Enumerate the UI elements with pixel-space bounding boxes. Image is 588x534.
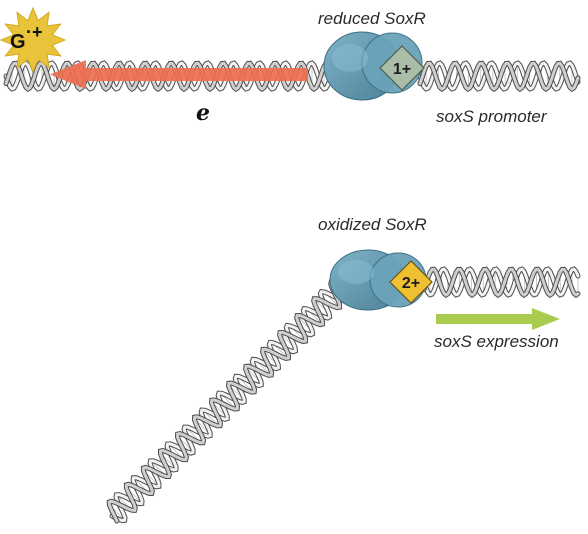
dna-backbone (110, 279, 349, 523)
fes-cluster-reduced: 1+ (379, 45, 425, 91)
soxs-promoter-label: soxS promoter (436, 107, 548, 126)
electron-label: e (196, 100, 210, 126)
top-panel: G ·+ 1+ reduced SoxR e soxS promoter (0, 6, 581, 126)
dna-backbone (418, 61, 580, 91)
fes-cluster-oxidized: 2+ (389, 260, 433, 304)
soxs-expression-label: soxS expression (434, 332, 559, 351)
oxidized-soxr-label: oxidized SoxR (318, 215, 427, 234)
cluster-charge-label: 1+ (393, 61, 411, 78)
electron-transfer-arrow (50, 60, 308, 89)
dna-helix-bottom-bent (106, 278, 350, 524)
soxs-expression-arrow (436, 308, 560, 330)
dna-helix-top-right (417, 60, 581, 93)
cluster-charge-label-oxidized: 2+ (402, 275, 420, 292)
guanine-radical-star: G ·+ (0, 6, 67, 74)
dna-backbone (422, 267, 580, 297)
guanine-radical-charge: ·+ (26, 22, 43, 42)
dna-helix-bottom-right (421, 266, 581, 299)
reduced-soxr-label: reduced SoxR (318, 9, 426, 28)
bottom-panel: 2+ oxidized SoxR soxS expression (106, 215, 581, 524)
dna-backbone-outline (106, 279, 348, 524)
dna-backbone (107, 280, 347, 523)
dna-backbone (422, 267, 580, 297)
guanine-radical-label: G (10, 31, 26, 53)
